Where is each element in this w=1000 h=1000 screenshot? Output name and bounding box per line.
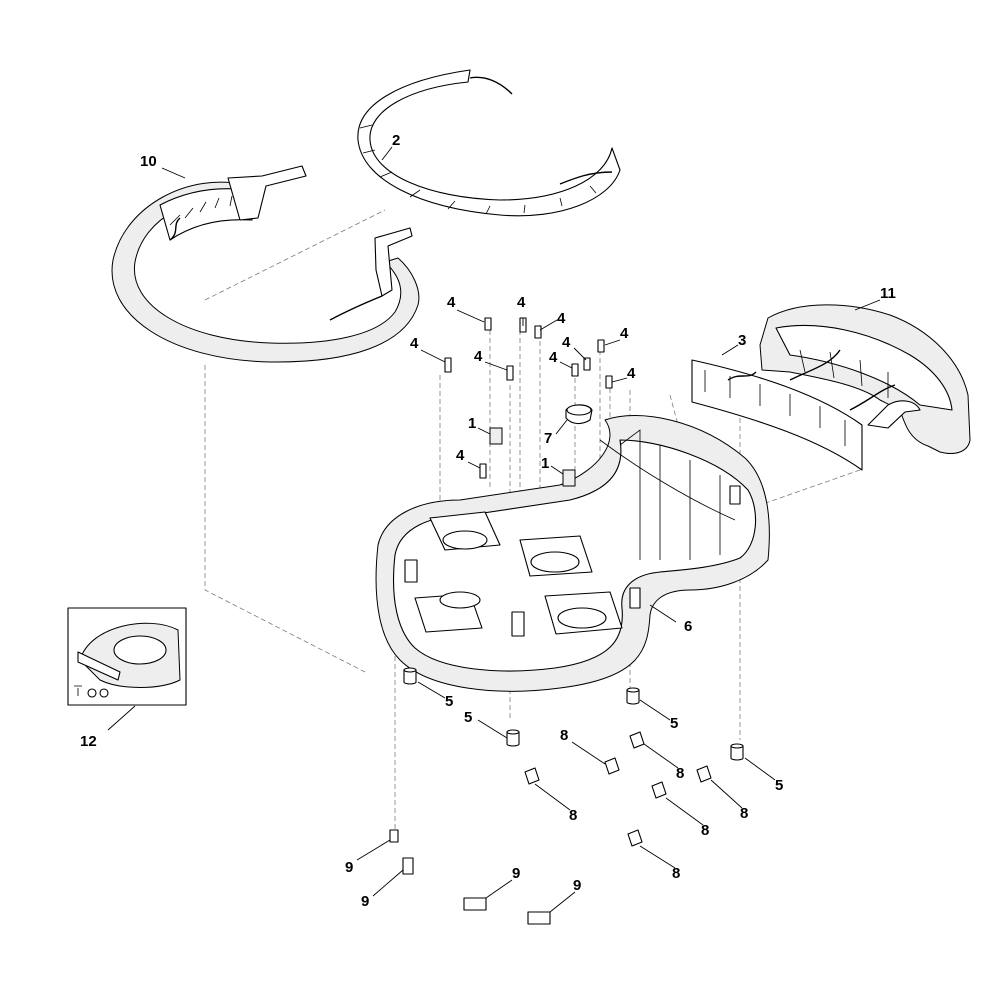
part-8-clips — [524, 731, 712, 847]
part-2-wire-ring — [357, 69, 621, 217]
callout-8-b: 8 — [676, 765, 684, 782]
callout-12: 12 — [80, 733, 97, 750]
callout-8-e: 8 — [701, 822, 709, 839]
part-9-brackets — [389, 829, 551, 925]
callout-4-c: 4 — [557, 310, 566, 327]
callout-4-f: 4 — [474, 348, 483, 365]
callout-1-b: 1 — [541, 455, 549, 472]
callout-4-i: 4 — [627, 365, 636, 382]
callout-5-b: 5 — [464, 709, 472, 726]
callout-6: 6 — [684, 618, 692, 635]
callout-8-c: 8 — [569, 807, 577, 824]
callout-8-d: 8 — [740, 805, 748, 822]
callout-10: 10 — [140, 153, 157, 170]
callout-numbers: 2 10 11 3 4 4 4 4 4 4 4 4 4 4 1 1 7 6 5 … — [80, 132, 896, 910]
callout-7: 7 — [544, 430, 552, 447]
leader-lines — [107, 146, 881, 913]
part-3-strip — [691, 359, 863, 471]
part-11-rear-cover — [759, 304, 971, 454]
callout-4-e: 4 — [410, 335, 419, 352]
part-4-pins — [444, 317, 613, 479]
callout-9-b: 9 — [361, 893, 369, 910]
part-10-bumper-shell — [111, 165, 420, 363]
callout-4-h: 4 — [549, 349, 558, 366]
callout-4-j: 4 — [456, 447, 465, 464]
callout-11: 11 — [880, 285, 896, 302]
callout-8-a: 8 — [560, 727, 568, 744]
part-1-connectors — [489, 427, 576, 487]
callout-3: 3 — [738, 332, 746, 349]
callout-5-c: 5 — [670, 715, 678, 732]
part-12-inset — [67, 607, 187, 706]
callout-9-d: 9 — [573, 877, 581, 894]
callout-2: 2 — [392, 132, 400, 149]
callout-5-a: 5 — [445, 693, 453, 710]
callout-4-a: 4 — [447, 294, 456, 311]
part-5-feet — [403, 667, 744, 761]
callout-4-d: 4 — [620, 325, 629, 342]
callout-9-a: 9 — [345, 859, 353, 876]
part-6-chassis — [375, 415, 770, 692]
callout-1-a: 1 — [468, 415, 476, 432]
part-7-cap — [565, 404, 593, 425]
callout-4-g: 4 — [562, 334, 571, 351]
callout-4-b: 4 — [517, 294, 526, 311]
callout-5-d: 5 — [775, 777, 783, 794]
callout-9-c: 9 — [512, 865, 520, 882]
callout-8-f: 8 — [672, 865, 680, 882]
